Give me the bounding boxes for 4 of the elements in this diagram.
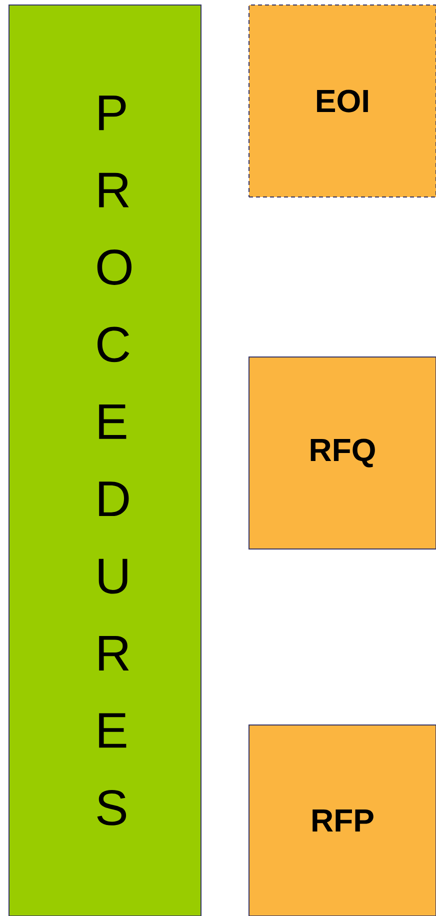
procedure-box: RFQ bbox=[248, 356, 436, 550]
procedure-box: EOI bbox=[248, 4, 436, 198]
procedure-bar: PROCEDURES bbox=[8, 4, 202, 916]
procedure-box: RFP bbox=[248, 724, 436, 916]
